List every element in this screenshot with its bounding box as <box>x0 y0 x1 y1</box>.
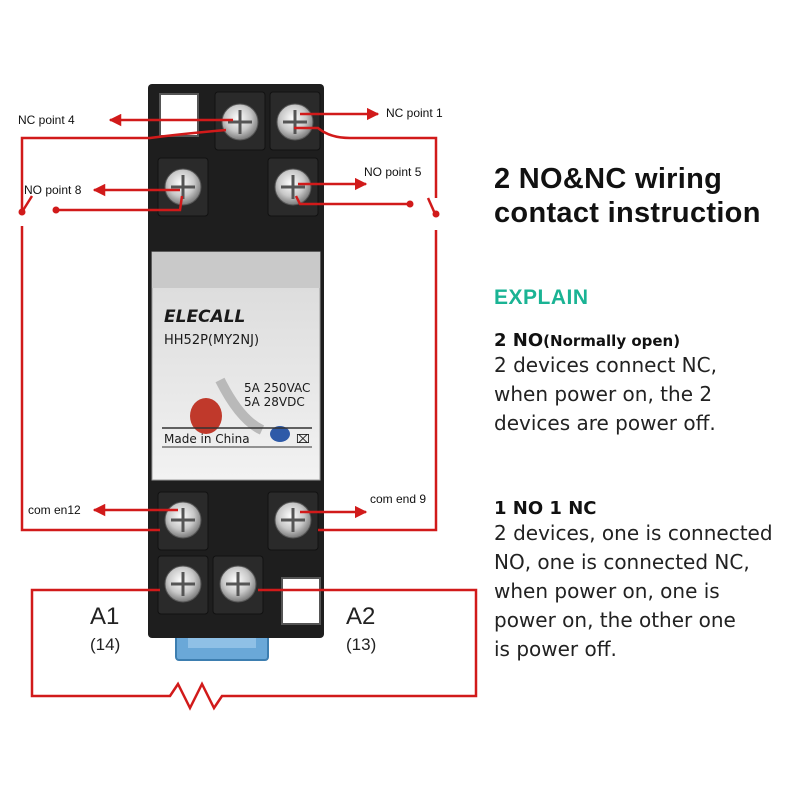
explain-heading: EXPLAIN <box>494 286 589 309</box>
coil-part-blue <box>270 426 290 442</box>
screw-terminal-9 <box>267 491 319 551</box>
coil-part <box>190 398 222 434</box>
right-circuit <box>318 230 438 532</box>
relay-rating-ac: 5A 250VAC <box>244 381 310 395</box>
screw-terminal-1 <box>269 91 321 151</box>
left-circuit <box>20 128 227 210</box>
label-no-point-5: NO point 5 <box>364 165 422 179</box>
section1-heading: 2 NO(Normally open) <box>494 330 794 351</box>
title-line-1: 2 NO&NC wiring <box>494 163 723 195</box>
label-com-end-9: com end 9 <box>370 492 426 506</box>
relay-window-top-band <box>152 252 320 288</box>
label-no-point-8: NO point 8 <box>24 183 82 197</box>
empty-slot <box>281 577 321 625</box>
section1-line: devices are power off. <box>494 411 716 435</box>
screw-terminal-13 <box>212 555 264 615</box>
switch-contact-dot <box>432 210 440 218</box>
instruction-panel: 2 NO&NC wiring contact instruction EXPLA… <box>494 162 794 664</box>
switch-contact-dot <box>52 206 60 214</box>
right-circuit-no <box>294 195 410 206</box>
title-line-2: contact instruction <box>494 197 761 229</box>
switch-contact-dot <box>18 208 26 216</box>
label-a2: A2 <box>346 603 375 630</box>
section2-heading: 1 NO 1 NC <box>494 498 597 519</box>
screw-terminal-5 <box>267 157 319 217</box>
section2-line: NO, one is connected NC, <box>494 550 750 574</box>
section2-line: 2 devices, one is connected <box>494 521 773 545</box>
relay-rating-dc: 5A 28VDC <box>244 395 305 409</box>
label-nc-point-4: NC point 4 <box>18 113 75 127</box>
screw-terminal-8 <box>157 157 209 217</box>
relay-brand: ELECALL <box>164 307 245 327</box>
empty-slot <box>159 93 199 137</box>
label-com-en12: com en12 <box>28 503 81 517</box>
left-circuit-no <box>56 195 184 212</box>
screw-terminal-12 <box>157 491 209 551</box>
relay-window <box>151 251 321 481</box>
label-a1-sub: (14) <box>90 635 120 654</box>
relay-model: HH52P(MY2NJ) <box>164 333 259 348</box>
section2-line: power on, the other one <box>494 608 736 632</box>
screw-terminal-4 <box>214 91 266 151</box>
switch-contact-dot <box>406 200 414 208</box>
section2-line: when power on, one is <box>494 579 720 603</box>
recycle-bin-icon: ⌧ <box>296 432 310 446</box>
wiring <box>20 107 478 711</box>
section1-line: when power on, the 2 <box>494 382 713 406</box>
screw-terminal-14 <box>157 555 209 615</box>
label-a1: A1 <box>90 603 119 630</box>
section1-heading-note: (Normally open) <box>543 332 681 350</box>
label-a2-sub: (13) <box>346 635 376 654</box>
label-nc-point-1: NC point 1 <box>386 106 443 120</box>
right-circuit <box>294 126 438 198</box>
left-circuit <box>20 226 160 532</box>
section1-heading-text: 2 NO <box>494 330 544 351</box>
relay-origin: Made in China <box>164 432 250 446</box>
section1-line: 2 devices connect NC, <box>494 353 717 377</box>
section2-line: is power off. <box>494 637 617 661</box>
coil-loop <box>30 588 478 711</box>
